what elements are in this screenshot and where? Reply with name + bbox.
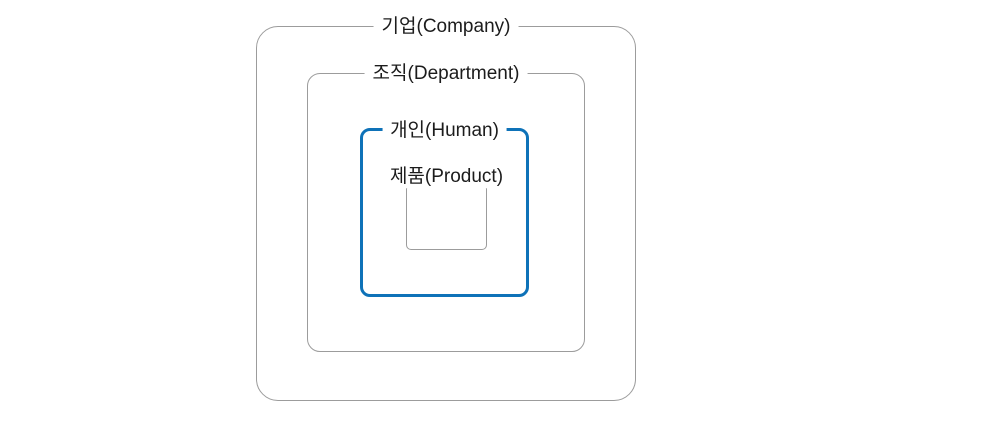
layer-human-label: 개인(Human) bbox=[382, 120, 507, 142]
layer-human-box: 개인(Human) bbox=[360, 120, 529, 297]
layer-product-box: 제품(Product) bbox=[386, 166, 507, 250]
layer-company-box: 기업(Company) bbox=[256, 16, 636, 401]
layer-department-label: 조직(Department) bbox=[364, 63, 528, 85]
layer-product-label: 제품(Product) bbox=[386, 166, 507, 189]
layer-company-label: 기업(Company) bbox=[373, 16, 519, 38]
layer-department-box: 조직(Department) bbox=[307, 63, 585, 352]
